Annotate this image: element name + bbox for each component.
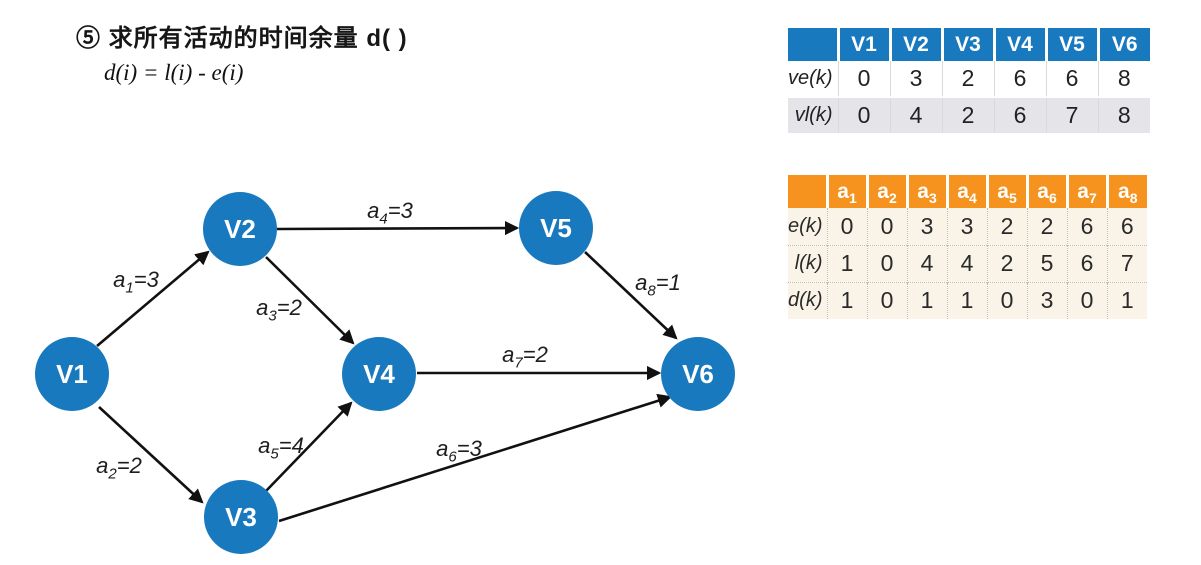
node-v4: V4 (342, 337, 416, 411)
cell-value: 2 (941, 96, 994, 133)
node-v4-label: V4 (363, 358, 395, 389)
cell-value: 4 (906, 244, 947, 282)
node-v6-label: V6 (682, 358, 714, 389)
cell-value: 7 (1045, 96, 1098, 133)
edge-label-a2: a2=2 (96, 453, 142, 483)
node-v6: V6 (661, 337, 735, 411)
cell-value: 3 (946, 208, 987, 245)
row-label-ve: ve(k) (788, 61, 838, 97)
activity-col-header: a4 (945, 175, 987, 208)
slack-formula: d(i) = l(i) - e(i) (104, 60, 244, 85)
vertex-table-corner-cell (788, 28, 838, 61)
table-row-vl: vl(k) 0 4 2 6 7 8 (788, 96, 1150, 133)
aoe-network-edges (96, 220, 678, 523)
activity-col-header: a3 (905, 175, 947, 208)
cell-value: 0 (837, 61, 890, 97)
row-label-l: l(k) (788, 244, 827, 282)
node-v2-label: V2 (224, 213, 256, 244)
edge-label-a6: a6=3 (436, 436, 482, 466)
edge-a1 (96, 250, 210, 347)
activity-times-table: a1 a2 a3 a4 a5 a6 a7 a8 e(k) 0 0 3 3 2 2… (788, 175, 1147, 319)
cell-value: 6 (993, 96, 1046, 133)
vertex-table-header-row: V1 V2 V3 V4 V5 V6 (788, 28, 1150, 61)
cell-value: 6 (1066, 244, 1107, 282)
page-title: ⑤ 求所有活动的时间余量 d( ) (76, 25, 408, 52)
cell-value: 4 (946, 244, 987, 282)
cell-value: 3 (906, 208, 947, 245)
edge-label-a5: a5=4 (258, 433, 304, 463)
vertex-col-header: V3 (940, 28, 994, 61)
cell-value: 2 (1026, 208, 1067, 245)
cell-value: 0 (837, 96, 890, 133)
node-v1: V1 (35, 337, 109, 411)
node-v5: V5 (519, 191, 593, 265)
row-label-e: e(k) (788, 208, 827, 245)
cell-value: 8 (1097, 61, 1150, 97)
activity-col-header: a7 (1065, 175, 1107, 208)
cell-value: 0 (986, 281, 1027, 319)
edge-label-a4: a4=3 (367, 198, 413, 228)
cell-value: 1 (946, 281, 987, 319)
activity-col-header: a8 (1105, 175, 1147, 208)
row-label-vl: vl(k) (788, 96, 838, 133)
activity-col-header: a6 (1025, 175, 1067, 208)
edge-label-a8: a8=1 (635, 270, 681, 300)
cell-value: 0 (866, 208, 907, 245)
cell-value: 2 (986, 244, 1027, 282)
cell-value: 6 (1045, 61, 1098, 97)
vertex-times-table: V1 V2 V3 V4 V5 V6 ve(k) 0 3 2 6 6 8 vl(k… (788, 28, 1150, 133)
node-v3: V3 (204, 480, 278, 554)
activity-table-corner-cell (788, 175, 827, 208)
vertex-col-header: V5 (1044, 28, 1098, 61)
vertex-col-header: V6 (1096, 28, 1150, 61)
activity-col-header: a2 (865, 175, 907, 208)
row-label-d: d(k) (788, 281, 827, 319)
edge-label-a3: a3=2 (256, 295, 302, 325)
cell-value: 6 (993, 61, 1046, 97)
node-v2: V2 (203, 192, 277, 266)
cell-value: 1 (1106, 281, 1147, 319)
cell-value: 6 (1066, 208, 1107, 245)
cell-value: 3 (889, 61, 942, 97)
cell-value: 0 (1066, 281, 1107, 319)
cell-value: 5 (1026, 244, 1067, 282)
cell-value: 2 (941, 61, 994, 97)
cell-value: 4 (889, 96, 942, 133)
table-row-ve: ve(k) 0 3 2 6 6 8 (788, 61, 1150, 97)
cell-value: 2 (986, 208, 1027, 245)
cell-value: 1 (826, 244, 867, 282)
table-row-e: e(k) 0 0 3 3 2 2 6 6 (788, 208, 1147, 245)
edge-a8 (584, 251, 678, 340)
cell-value: 3 (1026, 281, 1067, 319)
table-row-d: d(k) 1 0 1 1 0 3 0 1 (788, 281, 1147, 319)
activity-col-header: a5 (985, 175, 1027, 208)
edge-a6 (278, 393, 673, 523)
table-row-l: l(k) 1 0 4 4 2 5 6 7 (788, 244, 1147, 282)
edge-a5 (265, 401, 353, 492)
vertex-col-header: V4 (992, 28, 1046, 61)
cell-value: 7 (1106, 244, 1147, 282)
edge-a3 (265, 256, 355, 345)
activity-col-header: a1 (825, 175, 867, 208)
cell-value: 0 (866, 244, 907, 282)
cell-value: 1 (906, 281, 947, 319)
edge-a2 (98, 406, 204, 504)
vertex-col-header: V1 (836, 28, 890, 61)
vertex-col-header: V2 (888, 28, 942, 61)
cell-value: 0 (866, 281, 907, 319)
edge-label-a1: a1=3 (113, 267, 159, 297)
node-v3-label: V3 (225, 501, 257, 532)
cell-value: 8 (1097, 96, 1150, 133)
node-v5-label: V5 (540, 212, 572, 243)
cell-value: 6 (1106, 208, 1147, 245)
activity-table-header-row: a1 a2 a3 a4 a5 a6 a7 a8 (788, 175, 1147, 208)
cell-value: 0 (826, 208, 867, 245)
edge-label-a7: a7=2 (502, 342, 548, 372)
node-v1-label: V1 (56, 358, 88, 389)
edge-a4 (276, 220, 520, 236)
cell-value: 1 (826, 281, 867, 319)
